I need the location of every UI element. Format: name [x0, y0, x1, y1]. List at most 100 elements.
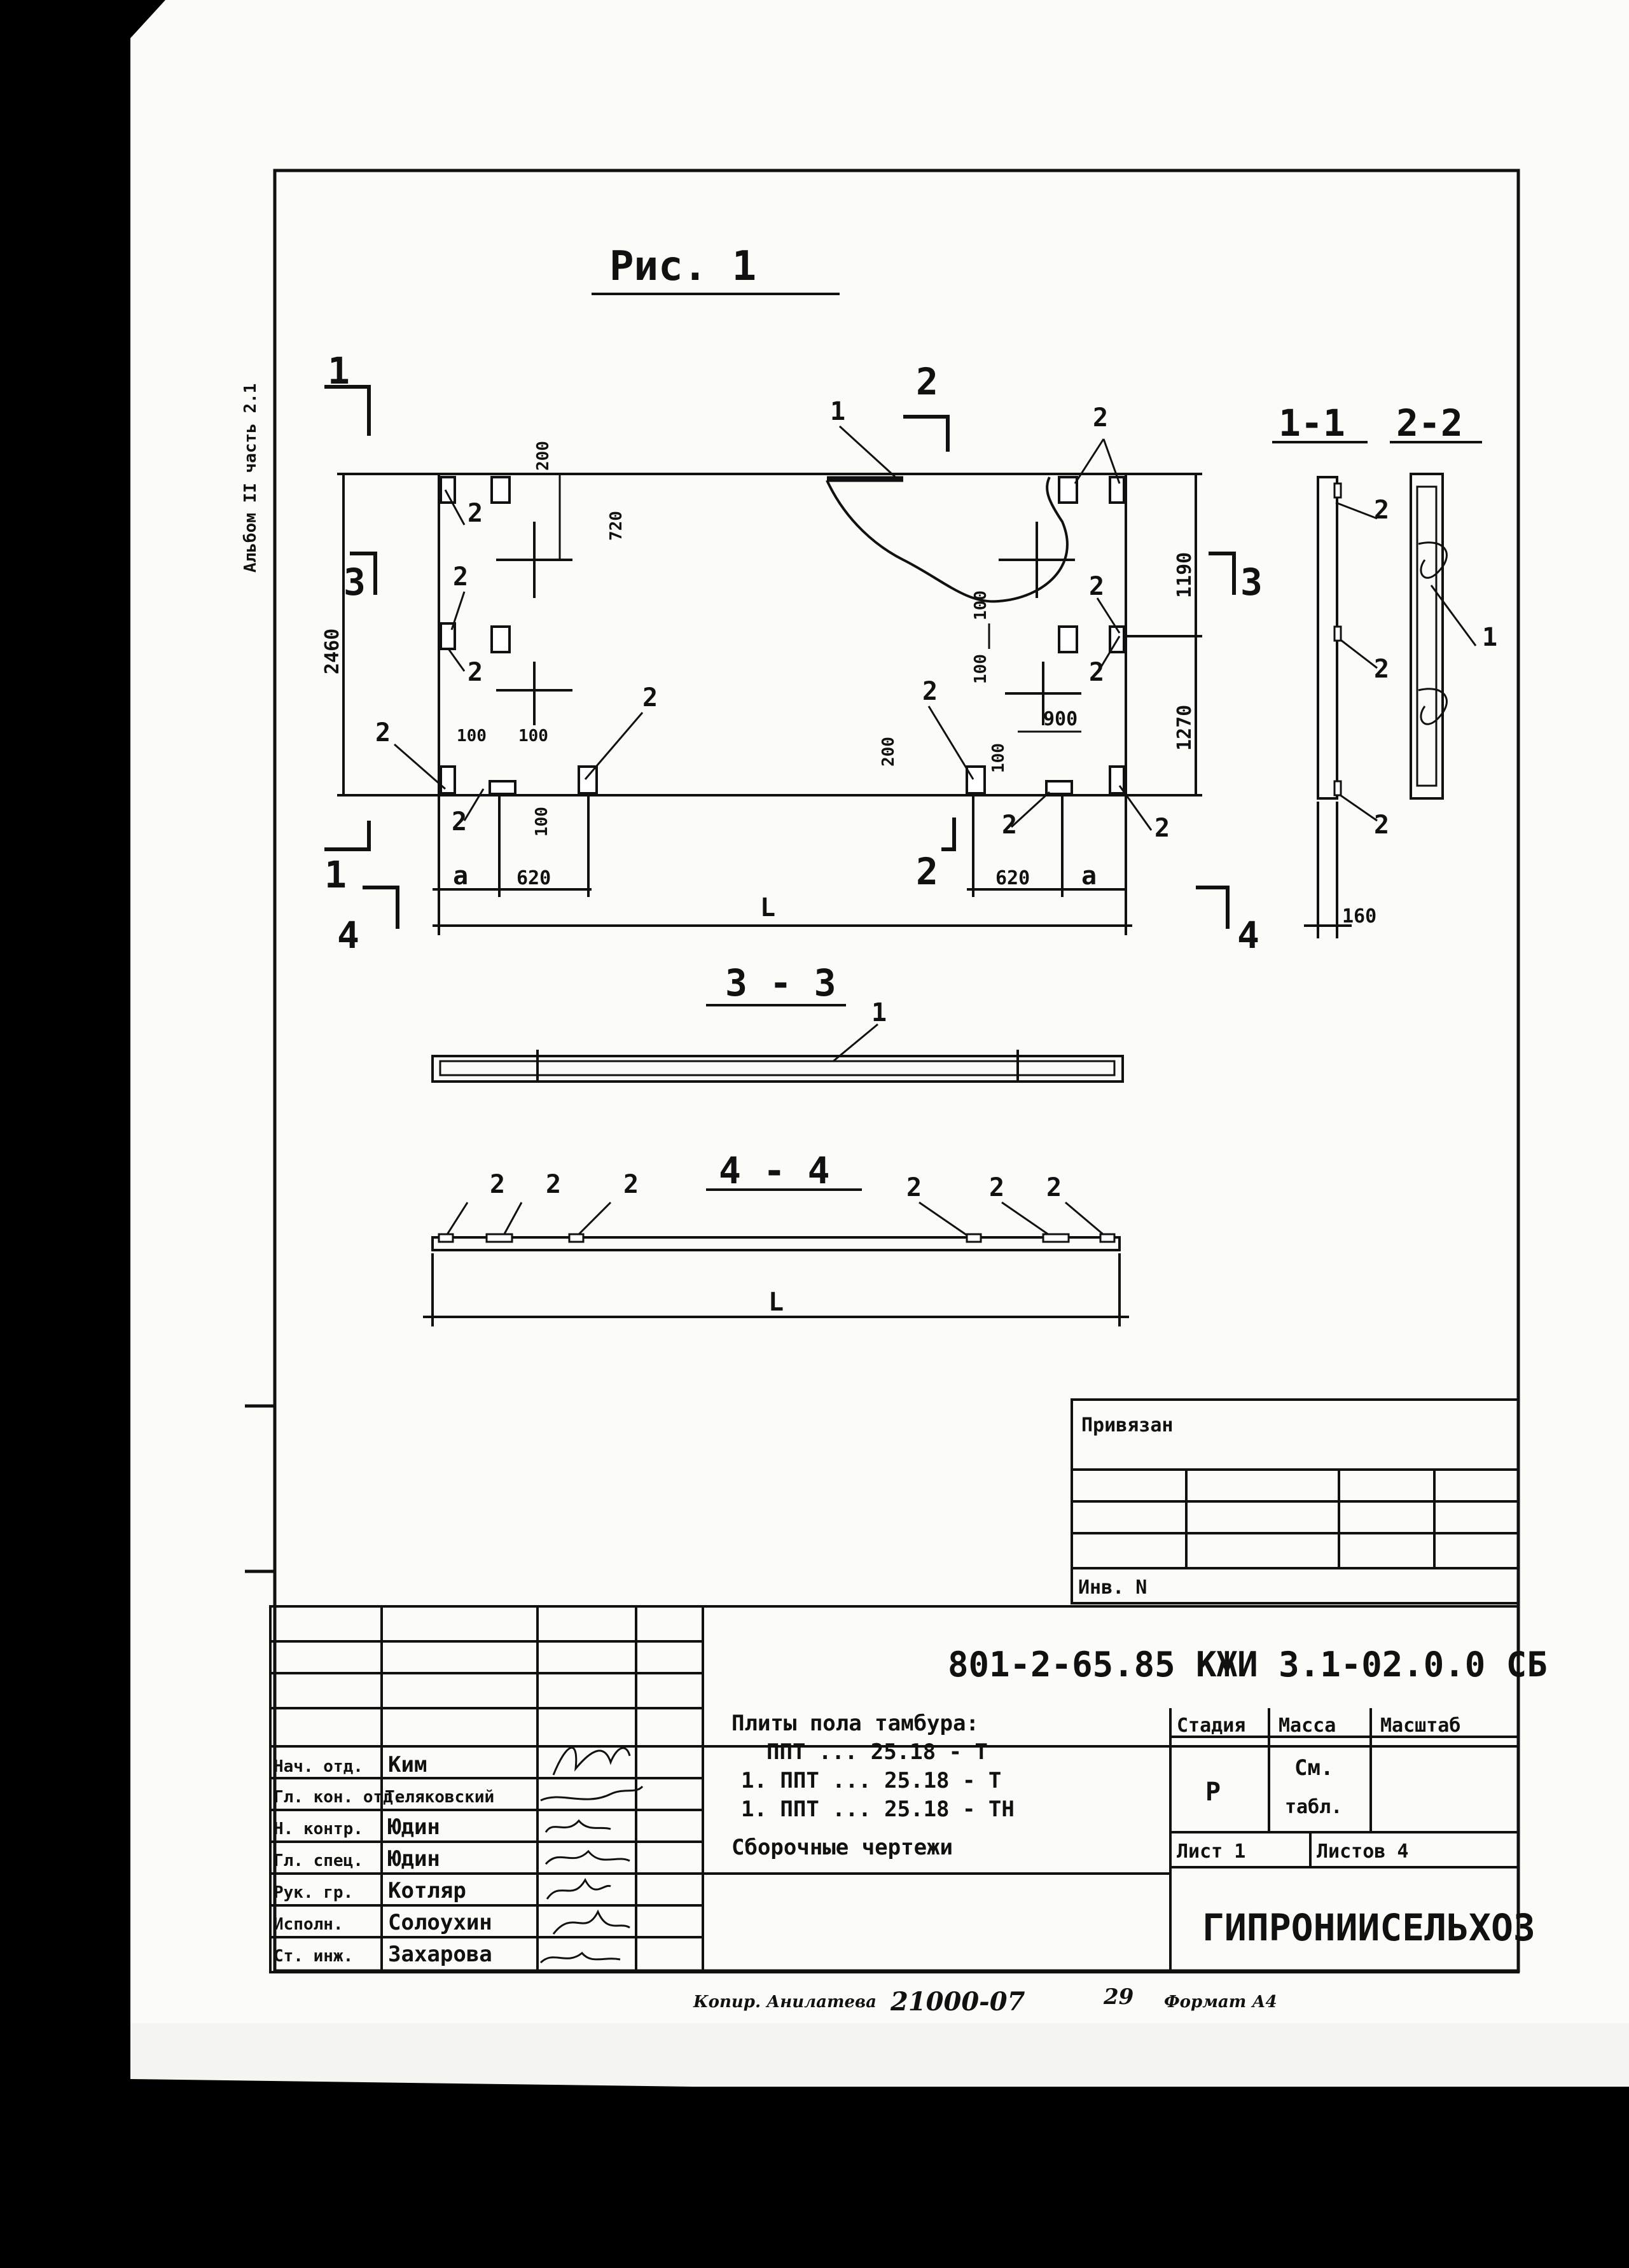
- sheet-number: Лист 1: [1177, 1840, 1245, 1863]
- section-2-top: 2: [916, 360, 938, 403]
- callout-2: 2: [1374, 810, 1389, 840]
- callout-2: 2: [452, 807, 467, 837]
- role-2: Гл. кон. отд.: [274, 1788, 403, 1807]
- callout-2: 2: [453, 562, 468, 592]
- stage-value: Р: [1205, 1778, 1221, 1807]
- title-line-5: Сборочные чертежи: [731, 1835, 953, 1860]
- plan-slab: [438, 473, 1127, 797]
- callout-1-plan: 1: [830, 397, 845, 426]
- callout-2: 2: [375, 718, 391, 748]
- section-1-bottom: 1: [324, 853, 347, 896]
- section-2-2-title: 2-2: [1396, 401, 1463, 445]
- callout-2: 2: [642, 683, 658, 713]
- inventory-label: Инв. N: [1078, 1576, 1147, 1599]
- name-4: Юдин: [388, 1846, 440, 1872]
- binding-label: Привязан: [1081, 1414, 1174, 1437]
- title-line-4: 1. ППТ ... 25.18 - ТН: [741, 1797, 1015, 1822]
- callout-2: 2: [989, 1173, 1004, 1202]
- dim-L-44: L: [768, 1288, 784, 1317]
- title-line-1: Плиты пола тамбура:: [731, 1711, 979, 1736]
- signatures: [539, 1746, 644, 1964]
- title-line-2: ППТ ... 25.18 - Т: [766, 1739, 988, 1765]
- section-4-left: 4: [337, 914, 359, 957]
- footer-format: Формат А4: [1164, 1993, 1277, 2012]
- callout-1: 1: [1482, 623, 1497, 652]
- section-2-bottom: 2: [916, 850, 938, 893]
- shadow-bottom: [130, 2079, 1629, 2268]
- dim-L-plan: L: [760, 893, 775, 922]
- col-scale: Масштаб: [1380, 1715, 1460, 1737]
- callout-2: 2: [1002, 810, 1017, 840]
- callout-2: 2: [623, 1170, 639, 1199]
- dim-620-left: 620: [516, 867, 551, 889]
- name-3: Юдин: [388, 1814, 440, 1840]
- name-5: Котляр: [388, 1878, 466, 1903]
- dim-100-6: 100: [989, 743, 1008, 773]
- organization: ГИПРОНИИСЕЛЬХОЗ: [1202, 1906, 1535, 1949]
- side-note: Альбом II часть 2.1: [241, 384, 260, 573]
- name-7: Захарова: [388, 1942, 492, 1967]
- mass-value-2: табл.: [1285, 1796, 1342, 1818]
- dim-1190: 1190: [1174, 552, 1196, 598]
- callout-2: 2: [1154, 814, 1170, 843]
- section-4-4-title: 4 - 4: [719, 1149, 830, 1192]
- footer-copied: Копир. Анилатева: [693, 1993, 877, 2012]
- col-mass: Масса: [1279, 1715, 1336, 1737]
- callout-2: 2: [1374, 655, 1389, 684]
- paper: [130, 0, 1629, 2071]
- dim-a-left: a: [453, 861, 468, 891]
- name-1: Ким: [388, 1752, 427, 1778]
- role-4: Гл. спец.: [274, 1851, 363, 1870]
- callout-2: 2: [922, 677, 938, 706]
- callout-2: 2: [1089, 658, 1104, 687]
- mass-value-1: См.: [1294, 1755, 1333, 1781]
- dim-720: 720: [607, 511, 626, 541]
- figure-title: Рис. 1: [609, 243, 756, 290]
- dim-200-bottom: 200: [879, 737, 898, 767]
- paper-corner: [130, 0, 165, 38]
- dim-100-4: 100: [971, 590, 990, 620]
- callout-2: 2: [1089, 572, 1104, 601]
- role-5: Рук. гр.: [274, 1883, 353, 1902]
- document-code: 801-2-65.85 КЖИ 3.1-02.0.0 СБ: [948, 1645, 1548, 1685]
- callout-2: 2: [468, 658, 483, 687]
- dim-1270: 1270: [1174, 705, 1196, 751]
- title-block: [269, 1605, 1520, 1973]
- dim-620-right: 620: [995, 867, 1030, 889]
- role-1: Нач. отд.: [274, 1757, 363, 1776]
- callout-2: 2: [490, 1170, 505, 1199]
- callout-2: 2: [1046, 1173, 1062, 1202]
- section-4-4-body: [431, 1236, 1121, 1251]
- section-3-left: 3: [343, 560, 366, 604]
- col-stage: Стадия: [1177, 1715, 1245, 1737]
- dim-100-3: 100: [532, 807, 551, 837]
- section-4-right: 4: [1237, 914, 1259, 957]
- callout-1: 1: [871, 998, 887, 1027]
- dim-100-1: 100: [457, 727, 487, 746]
- dim-100-5: 100: [971, 654, 990, 684]
- dim-900: 900: [1043, 708, 1078, 730]
- title-line-3: 1. ППТ ... 25.18 - Т: [741, 1768, 1001, 1793]
- dim-100-2: 100: [518, 727, 548, 746]
- footer-order: 21000-07: [890, 1987, 1025, 2017]
- footer-num: 29: [1103, 1984, 1133, 2010]
- dim-2460: 2460: [321, 629, 343, 674]
- section-3-right: 3: [1240, 560, 1263, 604]
- role-6: Исполн.: [274, 1915, 343, 1934]
- sheets-total: Листов 4: [1317, 1840, 1409, 1863]
- section-1-top: 1: [328, 349, 350, 393]
- role-7: Ст. инж.: [274, 1947, 353, 1966]
- section-3-3-body: [431, 1055, 1124, 1083]
- section-2-2-body: [1410, 473, 1444, 800]
- name-6: Солоухин: [388, 1910, 492, 1935]
- dim-a-right: a: [1081, 861, 1097, 891]
- dim-200-top: 200: [534, 441, 553, 471]
- paper-bottom: [130, 2023, 1629, 2087]
- dim-160: 160: [1342, 905, 1376, 928]
- callout-2: 2: [906, 1173, 922, 1202]
- callout-2: 2: [468, 499, 483, 528]
- callout-2: 2: [1374, 496, 1389, 525]
- name-2: Теляковский: [385, 1788, 494, 1807]
- role-3: Н. контр.: [274, 1819, 363, 1839]
